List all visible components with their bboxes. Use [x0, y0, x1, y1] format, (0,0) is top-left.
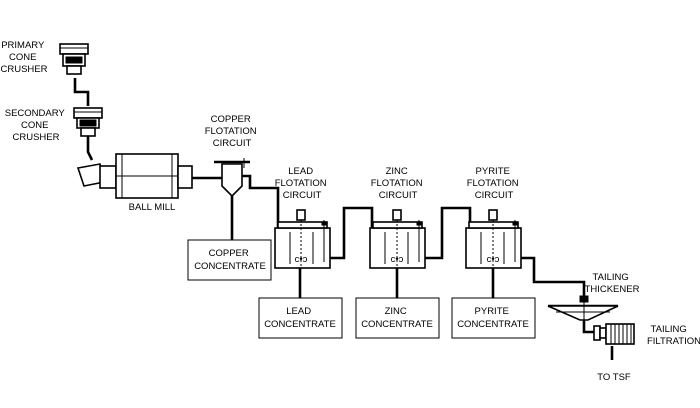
secondary-cone-crusher-icon	[73, 107, 103, 137]
copper-circuit-label-line-2: FLOTATION	[205, 126, 257, 137]
secondary-crusher-label: SECONDARY CONE CRUSHER	[5, 108, 67, 143]
zinc-circuit-label-line-1: ZINC	[386, 166, 408, 177]
ball-mill-label: BALL MILL	[129, 202, 176, 213]
lead-concentrate-line-2: CONCENTRATE	[264, 319, 336, 330]
tailing-filtration-label: TAILING FILTRATION	[647, 324, 700, 347]
to-tsf-label: TO TSF	[597, 372, 631, 383]
pipe-pyrite-to-thickener	[521, 256, 586, 298]
primary-crusher-label-line-1: PRIMARY	[1, 40, 45, 51]
lead-cell-impeller-glyph: c•ɔ	[295, 254, 308, 265]
copper-circuit-label-line-3: CIRCUIT	[213, 138, 252, 149]
tailing-filter-icon	[593, 323, 635, 345]
secondary-crusher-label-line-1: SECONDARY	[5, 108, 66, 119]
pyrite-circuit-label-line-1: PYRITE	[476, 166, 510, 177]
lead-concentrate-text: LEAD CONCENTRATE	[264, 306, 336, 330]
pipe-copper-to-lead	[240, 174, 280, 230]
zinc-flotation-cell-icon: c•ɔ	[369, 209, 426, 269]
zinc-cell-impeller-glyph: c•ɔ	[391, 254, 404, 265]
zinc-concentrate-line-1: ZINC	[385, 306, 407, 317]
pyrite-concentrate-line-2: CONCENTRATE	[457, 319, 529, 330]
pyrite-flotation-cell-icon: c•ɔ	[465, 209, 522, 269]
lead-concentrate-line-1: LEAD	[286, 306, 311, 317]
ball-mill-icon	[76, 153, 193, 199]
pyrite-concentrate-box: PYRITE CONCENTRATE	[451, 297, 536, 339]
pyrite-concentrate-text: PYRITE CONCENTRATE	[457, 306, 529, 330]
tailing-thickener-icon	[547, 295, 619, 321]
lead-concentrate-box: LEAD CONCENTRATE	[258, 297, 343, 339]
zinc-concentrate-box: ZINC CONCENTRATE	[355, 297, 440, 339]
primary-cone-crusher-icon	[59, 43, 89, 75]
lead-circuit-label: LEAD FLOTATION CIRCUIT	[275, 166, 330, 201]
tailing-thickener-label-line-2: THICKENER	[585, 284, 640, 295]
copper-flotation-cell-icon	[214, 158, 250, 198]
copper-circuit-label-line-1: COPPER	[211, 114, 251, 125]
primary-crusher-label: PRIMARY CONE CRUSHER	[1, 40, 48, 75]
zinc-circuit-label-line-3: CIRCUIT	[379, 190, 418, 201]
pipe-thickener-to-filter	[582, 316, 594, 334]
primary-crusher-label-line-2: CONE	[9, 52, 36, 63]
pyrite-circuit-label-line-2: FLOTATION	[467, 178, 519, 189]
tailing-filtration-label-line-2: FILTRATION	[647, 336, 700, 347]
pipe-primary-to-secondary	[73, 78, 90, 106]
copper-circuit-label: COPPER FLOTATION CIRCUIT	[205, 114, 260, 149]
lead-circuit-label-line-1: LEAD	[288, 166, 313, 177]
copper-concentrate-line-2: CONCENTRATE	[194, 261, 266, 272]
pipe-zinc-to-pyrite	[424, 206, 472, 260]
lead-circuit-label-line-2: FLOTATION	[275, 178, 327, 189]
zinc-circuit-label-line-2: FLOTATION	[371, 178, 423, 189]
pyrite-circuit-label: PYRITE FLOTATION CIRCUIT	[467, 166, 522, 201]
process-pipes	[73, 78, 614, 360]
pyrite-concentrate-line-1: PYRITE	[475, 306, 509, 317]
copper-concentrate-box: COPPER CONCENTRATE	[187, 239, 272, 281]
copper-concentrate-text: COPPER CONCENTRATE	[194, 248, 266, 272]
lead-flotation-cell-icon: c•ɔ	[274, 209, 331, 269]
pyrite-circuit-label-line-3: CIRCUIT	[475, 190, 514, 201]
pipe-lead-to-zinc	[328, 206, 374, 260]
lead-circuit-label-line-3: CIRCUIT	[283, 190, 322, 201]
secondary-crusher-label-line-3: CRUSHER	[13, 132, 60, 143]
pyrite-cell-impeller-glyph: c•ɔ	[487, 254, 500, 265]
tailing-thickener-label-line-1: TAILING	[593, 272, 629, 283]
copper-concentrate-line-1: COPPER	[209, 248, 249, 259]
tailing-filtration-label-line-1: TAILING	[651, 324, 687, 335]
zinc-circuit-label: ZINC FLOTATION CIRCUIT	[371, 166, 426, 201]
primary-crusher-label-line-3: CRUSHER	[1, 64, 48, 75]
tailing-thickener-label: TAILING THICKENER	[585, 272, 640, 295]
secondary-crusher-label-line-2: CONE	[21, 120, 48, 131]
zinc-concentrate-text: ZINC CONCENTRATE	[361, 306, 433, 330]
pipe-secondary-to-feed-chute	[86, 136, 94, 161]
zinc-concentrate-line-2: CONCENTRATE	[361, 319, 433, 330]
